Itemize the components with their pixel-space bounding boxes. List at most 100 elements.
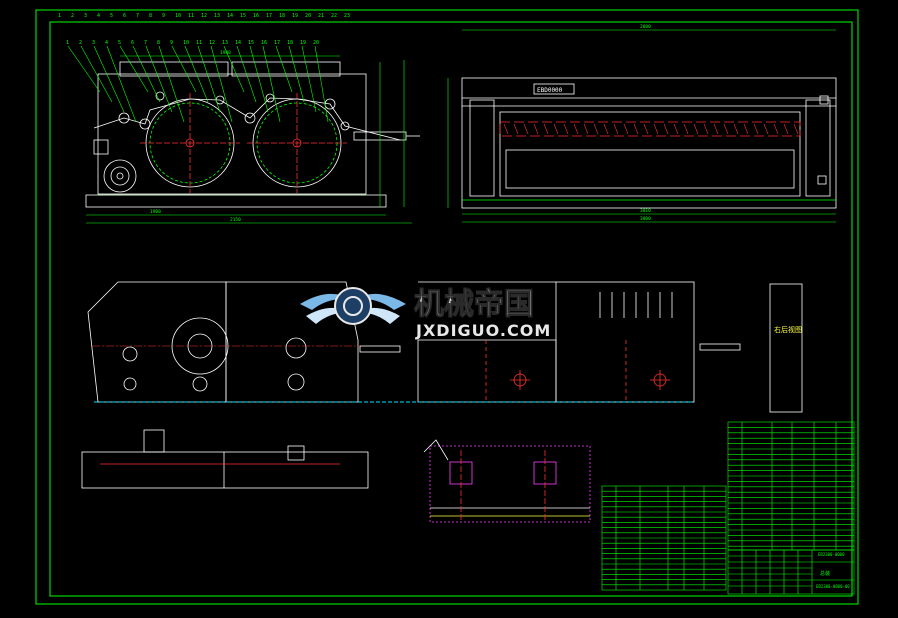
leader-line (262, 45, 281, 123)
zone-number: 10 (175, 13, 181, 19)
front-view-dimensions (86, 55, 412, 224)
belt-tick (713, 123, 719, 135)
belt-tick (763, 123, 769, 135)
leader-line (158, 45, 185, 123)
belt-tick (703, 123, 709, 135)
zone-number: 9 (162, 13, 165, 19)
plan-view (81, 429, 369, 489)
title-block-title: 总装 (820, 570, 830, 577)
view-label-text: 右后视图 (774, 325, 802, 334)
svg-text:3000: 3000 (640, 216, 651, 222)
belt-tick (733, 123, 739, 135)
belt-tick (533, 123, 539, 135)
front-view (85, 61, 420, 208)
svg-text:2800: 2800 (640, 24, 651, 30)
belt-tick (723, 123, 729, 135)
zone-number: 18 (279, 13, 285, 19)
side-view-dimension-text: 3010 3000 2800 (640, 24, 651, 222)
belt-tick (653, 123, 659, 135)
belt-tick (753, 123, 759, 135)
leader-line (119, 45, 149, 93)
control-panel (533, 83, 575, 95)
belt-tick (673, 123, 679, 135)
title-block-part-no: EB2300-0000 (818, 552, 845, 557)
part-label: 2 (79, 40, 82, 46)
leader-line (184, 45, 209, 103)
front-view-leaders (67, 45, 329, 123)
leader-line (288, 45, 305, 103)
watermark-en: JXDIGUO.COM (415, 321, 551, 340)
leader-line (197, 45, 221, 113)
zone-number: 5 (110, 13, 113, 19)
zone-number: 15 (240, 13, 246, 19)
zone-number: 20 (305, 13, 311, 19)
leader-line (93, 45, 125, 113)
control-panel-label: EBD0000 (537, 87, 563, 94)
side-view-dimensions (447, 29, 836, 223)
zone-number: 16 (253, 13, 259, 19)
svg-text:1980: 1980 (220, 50, 231, 56)
belt-tick (773, 123, 779, 135)
part-label: 20 (313, 40, 319, 46)
side-view-belt-ticks (503, 123, 799, 135)
zone-number: 14 (227, 13, 233, 19)
belt-tick (643, 123, 649, 135)
belt-tick (693, 123, 699, 135)
belt-tick (743, 123, 749, 135)
leader-line (249, 45, 269, 113)
belt-tick (683, 123, 689, 135)
part-label: 13 (222, 40, 228, 46)
leader-line (132, 45, 161, 103)
part-label: 15 (248, 40, 254, 46)
zone-number: 12 (201, 13, 207, 19)
part-label: 12 (209, 40, 215, 46)
drawing-border-inner (49, 21, 853, 597)
zone-number: 19 (292, 13, 298, 19)
belt-tick (793, 123, 799, 135)
view-label-box (769, 283, 803, 413)
belt-tick (613, 123, 619, 135)
part-label: 16 (261, 40, 267, 46)
leader-line (67, 45, 101, 93)
svg-text:3010: 3010 (640, 208, 651, 214)
part-label: 18 (287, 40, 293, 46)
belt-tick (563, 123, 569, 135)
svg-text:2150: 2150 (230, 217, 241, 223)
title-block-drawing-no: EB2300-0000-00 (816, 584, 850, 589)
zone-number: 1 (58, 13, 61, 19)
parts-list-table (601, 421, 855, 591)
front-view-dimension-text: 1900 2150 1980 (150, 50, 241, 223)
watermark-cn: 机械帝国 (414, 287, 534, 322)
belt-tick (543, 123, 549, 135)
section-view-red-marks (485, 340, 670, 402)
part-label: 4 (105, 40, 108, 46)
part-label: 7 (144, 40, 147, 46)
belt-tick (583, 123, 589, 135)
part-label: 14 (235, 40, 241, 46)
leader-line (210, 45, 233, 123)
belt-tick (663, 123, 669, 135)
side-view (461, 77, 837, 209)
belt-tick (513, 123, 519, 135)
zone-number: 6 (123, 13, 126, 19)
belt-tick (523, 123, 529, 135)
leader-line (145, 45, 173, 113)
svg-text:1900: 1900 (150, 209, 161, 215)
zone-number: 17 (266, 13, 272, 19)
belt-tick (553, 123, 559, 135)
motor-pulley (103, 159, 137, 193)
zone-number: 7 (136, 13, 139, 19)
leader-line (301, 45, 317, 113)
zone-number: 13 (214, 13, 220, 19)
part-label: 19 (300, 40, 306, 46)
belt-tick (623, 123, 629, 135)
parts-table-frame (727, 421, 855, 551)
leader-line (236, 45, 257, 103)
part-label: 9 (170, 40, 173, 46)
part-label: 17 (274, 40, 280, 46)
zone-number: 2 (71, 13, 74, 19)
belt-tick (593, 123, 599, 135)
